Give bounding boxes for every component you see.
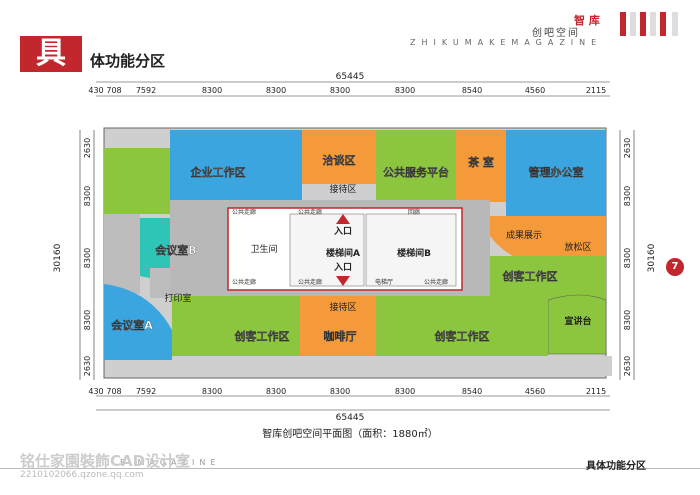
dim-overall-bottom: 65445 — [336, 413, 365, 423]
dim-right-5: 2630 — [623, 356, 632, 376]
dim-overall-left: 30160 — [53, 243, 63, 272]
dim-bottom-8: 8540 — [462, 387, 482, 396]
label-stair-a: 楼梯间A — [326, 247, 360, 259]
dim-left-5: 2630 — [83, 356, 92, 376]
brand-bars-logo — [620, 12, 682, 36]
label-corridor-4: 公共走廊 — [298, 278, 322, 286]
label-creative-center: 创客工作区 — [434, 329, 490, 343]
dim-left-2: 8300 — [83, 186, 92, 206]
dim-overall-right: 30160 — [647, 243, 657, 272]
dim-right-3: 8300 — [623, 248, 632, 268]
zone-tea — [456, 130, 506, 202]
watermark-title: 铭仕家園裝飾CAD设计室 — [20, 452, 191, 470]
label-corridor-3: 公共走廊 — [232, 278, 256, 286]
watermark-url: 2210102066.qzone.qq.com — [20, 470, 144, 480]
zone-cafe — [300, 296, 376, 360]
zone-negotiation — [302, 130, 376, 184]
dim-top-10: 2115 — [586, 86, 606, 95]
zone-left-gray — [104, 214, 140, 294]
zone-creative-center — [376, 296, 548, 360]
dim-top-1: 430 — [88, 86, 103, 95]
label-print: 打印室 — [164, 292, 191, 304]
label-negotiation: 洽谈区 — [323, 153, 356, 167]
dim-bottom-10: 2115 — [586, 387, 606, 396]
dim-bottom-7: 8300 — [395, 387, 415, 396]
label-public-service: 公共服务平台 — [383, 165, 449, 179]
dim-bottom-1: 430 — [88, 387, 103, 396]
dim-top-3: 7592 — [136, 86, 156, 95]
dim-top-8: 8540 — [462, 86, 482, 95]
label-corridor-5: 公共走廊 — [424, 278, 448, 286]
dim-bottom-3: 7592 — [136, 387, 156, 396]
brand-name: 智 库 — [574, 14, 600, 27]
dim-bottom-2: 708 — [106, 387, 121, 396]
dim-bottom-4: 8300 — [202, 387, 222, 396]
entry-arrow-up-icon — [336, 214, 350, 224]
page-number-badge: 7 — [666, 258, 684, 276]
label-creative-right: 创客工作区 — [502, 269, 558, 283]
dim-left-3: 8300 — [83, 248, 92, 268]
stair-a-block — [289, 213, 365, 287]
dim-right-2: 8300 — [623, 186, 632, 206]
dim-bottom-6: 8300 — [330, 387, 350, 396]
zone-enterprise — [170, 130, 302, 206]
dim-top-7: 8300 — [395, 86, 415, 95]
label-relax: 放松区 — [564, 241, 591, 253]
label-enterprise: 企业工作区 — [190, 165, 246, 179]
label-entry-top: 入口 — [333, 226, 352, 237]
label-corridor-6: 回廊 — [408, 208, 420, 216]
footer-section-label: 具体功能分区 — [586, 461, 646, 472]
zone-left-green — [104, 148, 170, 214]
dim-bottom-5: 8300 — [266, 387, 286, 396]
entry-arrow-down-icon — [336, 276, 350, 286]
label-restroom: 卫生间 — [250, 243, 277, 255]
zone-lecture — [547, 294, 607, 355]
zone-meeting-a — [104, 284, 172, 360]
label-cafe: 咖啡厅 — [324, 329, 357, 343]
dim-overall-top: 65445 — [336, 72, 365, 82]
zone-bottom-corridor — [172, 356, 612, 376]
dim-right-1: 2630 — [623, 138, 632, 158]
label-tea: 茶 室 — [467, 155, 494, 169]
dim-top-5: 8300 — [266, 86, 286, 95]
dim-top-2: 708 — [106, 86, 121, 95]
label-results: 成果展示 — [506, 229, 542, 241]
brand-subtitle: 创吧空间 — [532, 28, 580, 39]
zone-creative-left — [172, 296, 300, 360]
header-mark: 具 — [20, 36, 82, 72]
label-reception-top: 接待区 — [329, 183, 356, 195]
label-elevator-hall: 电梯厅 — [375, 278, 393, 286]
label-reception-bottom: 接待区 — [329, 301, 356, 313]
dim-left-1: 2630 — [83, 138, 92, 158]
zone-management — [506, 130, 606, 216]
dim-top-4: 8300 — [202, 86, 222, 95]
dimension-top — [96, 81, 610, 97]
label-creative-left: 创客工作区 — [234, 329, 290, 343]
label-meeting-a: 会议室A — [111, 318, 153, 332]
dim-top-9: 4560 — [525, 86, 545, 95]
brand-english: ZHIKUMAKEMAGAZINE — [410, 38, 603, 47]
dim-right-4: 8300 — [623, 310, 632, 330]
dim-left-4: 8300 — [83, 310, 92, 330]
label-meeting-b: 会议室B — [155, 243, 196, 257]
zone-results — [490, 216, 606, 260]
label-corridor-1: 公共走廊 — [232, 208, 256, 216]
label-management: 管理办公室 — [529, 165, 584, 179]
dim-top-6: 8300 — [330, 86, 350, 95]
label-entry-bottom: 入口 — [333, 262, 352, 273]
footer-divider — [0, 468, 700, 469]
label-lecture: 宣讲台 — [564, 315, 591, 327]
plan-caption: 智库创吧空间平面图（面积：1880㎡） — [262, 429, 438, 440]
footer-magazine: E MAGAZINE — [120, 458, 221, 467]
page-title: 体功能分区 — [90, 52, 166, 70]
zone-public-service — [376, 130, 456, 202]
dim-bottom-9: 4560 — [525, 387, 545, 396]
stair-b-block — [365, 213, 457, 287]
label-corridor-2: 公共走廊 — [298, 208, 322, 216]
label-stair-b: 楼梯间B — [397, 247, 431, 259]
